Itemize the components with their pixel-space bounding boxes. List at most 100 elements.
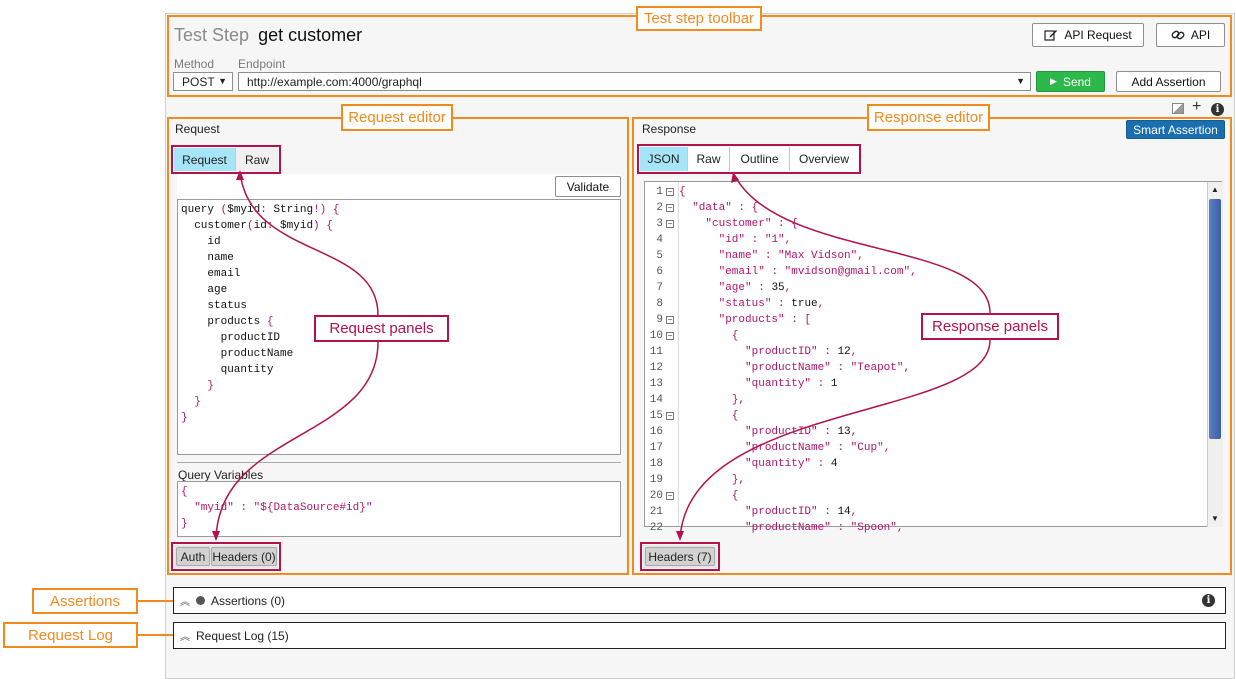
tab-raw[interactable]: Raw (244, 152, 269, 167)
query-line: } (207, 380, 215, 392)
line-number: 16 (649, 426, 663, 438)
request-tabs: Request Raw (174, 148, 278, 171)
query-variables-label: Query Variables (178, 468, 264, 482)
assertions-label: Assertions (0) (211, 593, 286, 608)
query-line: name (181, 252, 234, 264)
double-chevron-up-icon[interactable]: ︽ (180, 597, 190, 608)
validate-button[interactable]: Validate (555, 176, 621, 197)
json-line: "productName" : "Spoon", (745, 522, 904, 534)
tab-json[interactable]: JSON (640, 147, 688, 171)
line-number: 3 (656, 218, 663, 230)
line-number: 22 (649, 522, 663, 534)
query-line: productID (181, 332, 281, 344)
request-log-bar[interactable]: ︽ Request Log (15) (173, 622, 1226, 649)
api-button[interactable]: API (1156, 23, 1225, 47)
fold-toggle-icon[interactable]: − (666, 331, 674, 340)
send-button[interactable]: ▶ Send (1036, 71, 1105, 92)
scroll-down-arrow-icon[interactable]: ▼ (1211, 514, 1219, 523)
line-number: 4 (656, 234, 663, 246)
info-icon[interactable]: i (1202, 594, 1215, 607)
arrowhead (676, 531, 684, 541)
line-number: 18 (649, 458, 663, 470)
api-request-button[interactable]: API Request (1032, 23, 1144, 47)
divider (177, 462, 621, 463)
json-line: "age" : 35, (718, 282, 792, 294)
request-bottom-tabs: Auth Headers (0) (174, 545, 278, 568)
json-line: "productID" : 12, (745, 346, 858, 358)
variables-editor[interactable]: { "myid" : "${DataSource#id}"} (177, 481, 621, 537)
response-bottom-tabs: Headers (7) (643, 545, 717, 568)
line-number: 12 (649, 362, 663, 374)
tab-request[interactable]: Request (174, 148, 236, 171)
fold-toggle-icon[interactable]: − (666, 187, 674, 196)
line-number: 19 (649, 474, 663, 486)
query-line: products { (181, 316, 274, 328)
layout-icon[interactable] (1172, 103, 1184, 114)
line-number: 2 (656, 202, 663, 214)
json-line: }, (731, 394, 746, 406)
endpoint-value: http://example.com:4000/graphql (247, 74, 422, 89)
tab-overview[interactable]: Overview (798, 152, 849, 166)
title-name: get customer (258, 25, 363, 45)
line-number: 9 (656, 314, 663, 326)
tab-response-headers[interactable]: Headers (7) (645, 547, 715, 566)
response-bottom-tabs-highlight (640, 542, 720, 571)
api-request-label: API Request (1064, 28, 1132, 42)
response-panels-arrow-up (734, 175, 991, 314)
fold-toggle-icon[interactable]: − (666, 315, 674, 324)
json-line: "productName" : "Cup", (745, 442, 891, 454)
callout-assertions: Assertions (32, 588, 138, 614)
json-line: "customer" : { (705, 218, 798, 230)
json-line: "status" : true, (718, 298, 825, 310)
response-tabs: JSON Raw Outline Overview (640, 147, 858, 171)
json-line: "productName" : "Teapot", (745, 362, 911, 374)
vertical-scrollbar[interactable]: ▲ ▼ (1207, 182, 1223, 527)
endpoint-input[interactable]: http://example.com:4000/graphql ▼ (238, 72, 1031, 91)
fold-toggle-icon[interactable]: − (666, 219, 674, 228)
request-panels-arrow-down (215, 341, 379, 539)
add-assertion-button[interactable]: Add Assertion (1116, 71, 1221, 92)
line-number: 11 (649, 346, 663, 358)
json-line: "productID" : 14, (745, 506, 858, 518)
json-line: }, (731, 474, 746, 486)
edit-icon (1044, 30, 1058, 41)
callout-response-editor: Response editor (867, 104, 990, 131)
tab-headers[interactable]: Headers (0) (211, 547, 277, 566)
callout-request-log: Request Log (3, 622, 138, 648)
json-line: { (731, 490, 739, 502)
query-line: age (181, 284, 228, 296)
tab-raw-response[interactable]: Raw (688, 147, 730, 171)
callout-response-panels: Response panels (921, 313, 1059, 340)
method-select[interactable]: POST ▼ (173, 72, 233, 91)
fold-toggle-icon[interactable]: − (666, 491, 674, 500)
line-number: 14 (649, 394, 663, 406)
line-number: 6 (656, 266, 663, 278)
request-log-label: Request Log (15) (196, 628, 289, 643)
tab-auth[interactable]: Auth (176, 547, 210, 566)
fold-toggle-icon[interactable]: − (666, 203, 674, 212)
line-number: 13 (649, 378, 663, 390)
title-prefix: Test Step (174, 25, 250, 45)
request-bottom-tabs-highlight (171, 542, 281, 571)
info-icon[interactable]: i (1211, 103, 1224, 116)
test-step-title: Test Step get customer (174, 25, 362, 46)
smart-assertion-button[interactable]: Smart Assertion (1126, 120, 1225, 139)
assertions-bar[interactable]: ︽ Assertions (0) i (173, 587, 1226, 614)
arrowhead (212, 531, 220, 541)
query-line: id (181, 236, 221, 248)
query-line: } (194, 396, 201, 408)
fold-toggle-icon[interactable]: − (666, 411, 674, 420)
json-line: "quantity" : 1 (745, 378, 838, 390)
double-chevron-up-icon[interactable]: ︽ (180, 632, 190, 643)
caret-down-icon[interactable]: ▼ (1016, 76, 1025, 86)
scroll-thumb[interactable] (1209, 199, 1221, 439)
plus-icon[interactable]: + (1192, 98, 1202, 115)
status-dot-icon (196, 596, 205, 605)
endpoint-label: Endpoint (238, 57, 286, 71)
tab-outline[interactable]: Outline (730, 147, 790, 171)
scroll-up-arrow-icon[interactable]: ▲ (1211, 185, 1219, 194)
callout-request-editor: Request editor (341, 104, 453, 131)
arrowhead (236, 170, 244, 180)
